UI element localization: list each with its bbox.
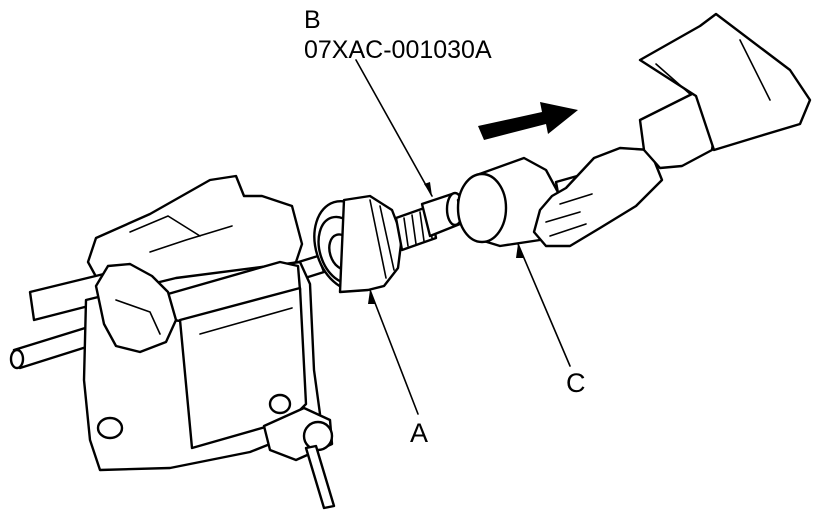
- leader-c: [517, 243, 571, 367]
- leader-a: [369, 289, 419, 415]
- direction-arrow: [478, 102, 578, 140]
- hand: [532, 12, 812, 248]
- leader-b: [355, 59, 433, 197]
- label-b: B: [304, 6, 321, 34]
- bench-vise: [28, 174, 336, 510]
- part-number-label: 07XAC-001030A: [304, 36, 492, 64]
- label-c: C: [566, 368, 586, 398]
- label-a: A: [410, 418, 429, 448]
- leader-lines: [355, 59, 571, 415]
- cv-joint: [313, 194, 404, 294]
